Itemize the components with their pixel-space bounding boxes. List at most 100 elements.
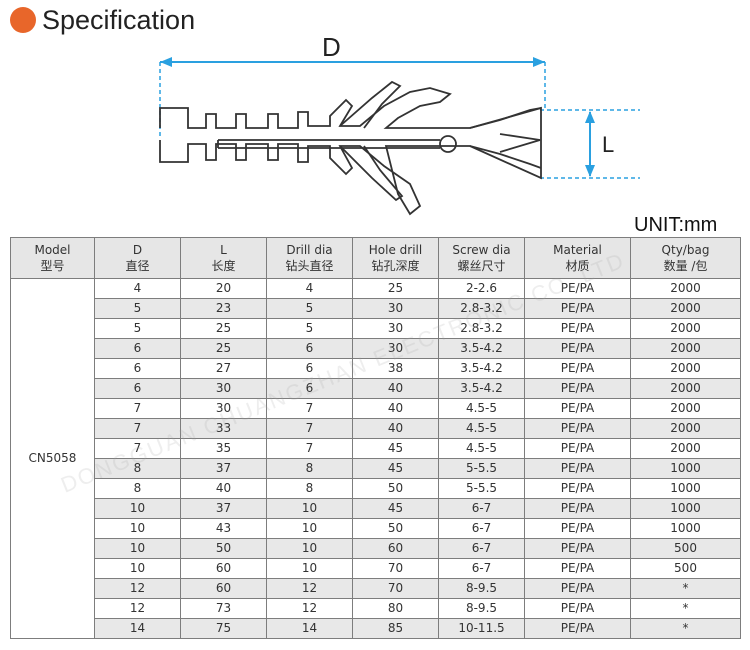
cell-material: PE/PA (524, 558, 631, 579)
cell-material: PE/PA (524, 318, 631, 339)
cell-screw: 3.5-4.2 (438, 338, 525, 359)
d-arrow-right-icon (533, 57, 545, 67)
cell-hole: 80 (352, 598, 439, 619)
cell-qty: 1000 (630, 518, 741, 539)
model-cell: CN5058 (10, 278, 95, 639)
cell-material: PE/PA (524, 398, 631, 419)
cell-material: PE/PA (524, 418, 631, 439)
cell-d: 10 (94, 558, 181, 579)
cell-material: PE/PA (524, 378, 631, 399)
cell-hole: 30 (352, 318, 439, 339)
unit-label: UNIT:mm (634, 214, 718, 236)
wall-anchor-icon: D L (159, 32, 640, 216)
cell-screw: 5-5.5 (438, 478, 525, 499)
cell-screw: 8-9.5 (438, 598, 525, 619)
cell-drill: 5 (266, 318, 353, 339)
cell-screw: 4.5-5 (438, 438, 525, 459)
cell-l: 23 (180, 298, 267, 319)
cell-d: 7 (94, 398, 181, 419)
cell-qty: 2000 (630, 278, 741, 299)
cell-screw: 6-7 (438, 518, 525, 539)
cell-qty: 2000 (630, 298, 741, 319)
cell-material: PE/PA (524, 498, 631, 519)
cell-d: 8 (94, 478, 181, 499)
cell-screw: 6-7 (438, 498, 525, 519)
cell-l: 50 (180, 538, 267, 559)
l-arrow-down-icon (585, 165, 595, 177)
cell-d: 8 (94, 458, 181, 479)
cell-hole: 45 (352, 438, 439, 459)
cell-hole: 25 (352, 278, 439, 299)
cell-drill: 10 (266, 538, 353, 559)
cell-l: 35 (180, 438, 267, 459)
cell-l: 27 (180, 358, 267, 379)
cell-material: PE/PA (524, 358, 631, 379)
cell-hole: 45 (352, 458, 439, 479)
cell-screw: 3.5-4.2 (438, 358, 525, 379)
cell-qty: 2000 (630, 378, 741, 399)
cell-hole: 40 (352, 398, 439, 419)
cell-screw: 2.8-3.2 (438, 318, 525, 339)
cell-l: 30 (180, 378, 267, 399)
cell-drill: 7 (266, 418, 353, 439)
cell-d: 12 (94, 598, 181, 619)
cell-drill: 14 (266, 618, 353, 639)
cell-material: PE/PA (524, 438, 631, 459)
cell-d: 6 (94, 378, 181, 399)
cell-d: 7 (94, 438, 181, 459)
cell-drill: 6 (266, 338, 353, 359)
cell-qty: * (630, 578, 741, 599)
cell-screw: 2-2.6 (438, 278, 525, 299)
cell-drill: 6 (266, 358, 353, 379)
cell-l: 75 (180, 618, 267, 639)
cell-screw: 3.5-4.2 (438, 378, 525, 399)
cell-screw: 8-9.5 (438, 578, 525, 599)
cell-qty: 2000 (630, 318, 741, 339)
d-arrow-left-icon (160, 57, 172, 67)
cell-screw: 4.5-5 (438, 418, 525, 439)
cell-d: 10 (94, 498, 181, 519)
cell-qty: 1000 (630, 478, 741, 499)
anchor-diagram: D L (0, 0, 750, 230)
cell-hole: 40 (352, 418, 439, 439)
cell-hole: 30 (352, 338, 439, 359)
cell-material: PE/PA (524, 278, 631, 299)
cell-hole: 50 (352, 518, 439, 539)
cell-material: PE/PA (524, 298, 631, 319)
cell-hole: 38 (352, 358, 439, 379)
cell-l: 40 (180, 478, 267, 499)
cell-screw: 10-11.5 (438, 618, 525, 639)
anchor-outline (159, 80, 542, 216)
cell-qty: * (630, 598, 741, 619)
cell-screw: 2.8-3.2 (438, 298, 525, 319)
cell-material: PE/PA (524, 598, 631, 619)
cell-qty: 1000 (630, 458, 741, 479)
cell-drill: 5 (266, 298, 353, 319)
cell-l: 33 (180, 418, 267, 439)
cell-d: 6 (94, 358, 181, 379)
cell-d: 6 (94, 338, 181, 359)
cell-qty: * (630, 618, 741, 639)
cell-drill: 6 (266, 378, 353, 399)
cell-drill: 10 (266, 558, 353, 579)
cell-qty: 2000 (630, 358, 741, 379)
cell-hole: 85 (352, 618, 439, 639)
cell-l: 60 (180, 578, 267, 599)
cell-qty: 500 (630, 538, 741, 559)
l-arrow-up-icon (585, 111, 595, 123)
cell-l: 73 (180, 598, 267, 619)
